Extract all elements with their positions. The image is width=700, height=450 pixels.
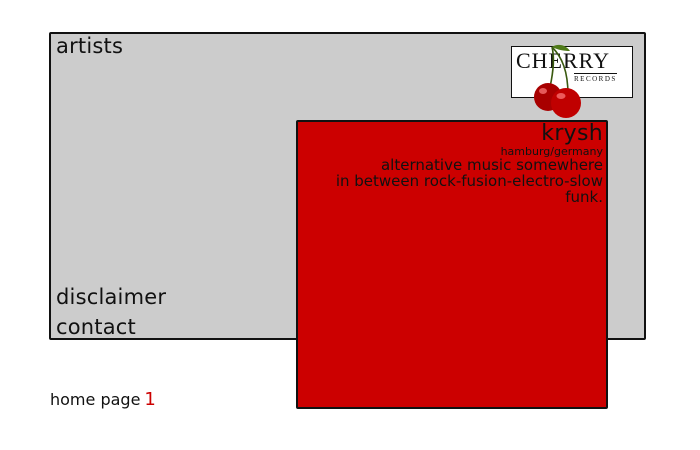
nav-link-disclaimer[interactable]: disclaimer — [56, 285, 167, 309]
logo-brand: CHERRY — [516, 48, 611, 73]
artist-feature-card[interactable]: krysh hamburg/germany alternative music … — [296, 120, 608, 409]
page-link-1[interactable]: 1 — [144, 389, 156, 410]
artist-info: krysh hamburg/germany alternative music … — [298, 121, 603, 206]
artist-description-line3: funk. — [565, 188, 603, 206]
cherry-icon — [534, 44, 581, 118]
nav-link-artists[interactable]: artists — [56, 34, 124, 58]
logo-sub: RECORDS — [574, 73, 617, 83]
artist-name: krysh — [541, 121, 603, 146]
nav-link-contact[interactable]: contact — [56, 315, 136, 339]
artist-location: hamburg/germany — [500, 145, 603, 158]
home-page-label: home page — [50, 390, 141, 409]
artist-description-line2: in between rock-fusion-electro-slow — [335, 172, 603, 190]
cherry-records-logo[interactable]: CHERRY RECORDS — [511, 44, 633, 118]
artist-description-line1: alternative music somewhere — [380, 156, 603, 174]
